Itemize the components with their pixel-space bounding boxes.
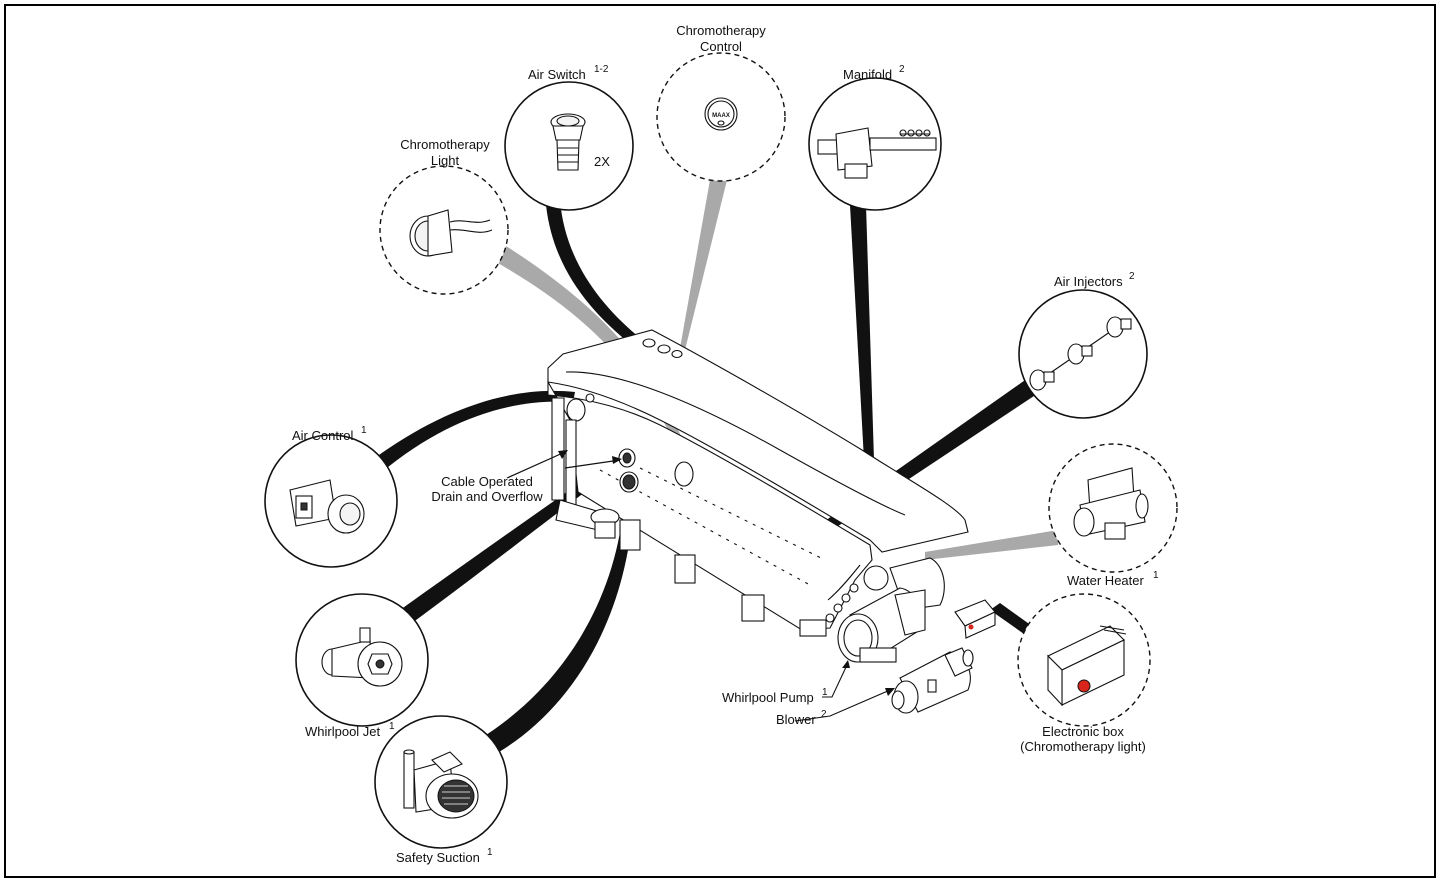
beam-chromo-control [680, 180, 727, 350]
label-manifold-sup: 2 [899, 64, 905, 75]
beam-safety-suction [478, 488, 634, 756]
label-blower-sup: 2 [821, 709, 827, 720]
label-air-control: Air Control [292, 428, 354, 443]
blower [891, 647, 974, 714]
beam-manifold [850, 205, 874, 460]
callout-whirlpool-jet [295, 593, 429, 727]
diagram-frame [4, 4, 1436, 878]
label-whirlpool-pump-sup: 1 [822, 687, 828, 698]
beam-air-control [372, 390, 575, 472]
label-electronic-box-line2: (Chromotherapy light) [1020, 739, 1146, 754]
beam-chromo-light [496, 246, 688, 458]
label-air-switch: Air Switch [528, 67, 586, 82]
label-manifold: Manifold [843, 67, 892, 82]
callout-manifold [808, 77, 942, 211]
callout-electronic-box [1017, 593, 1151, 727]
label-air-control-sup: 1 [361, 425, 367, 436]
label-air-switch-sup: 1-2 [594, 64, 609, 75]
label-chromotherapy-control-line1: Chromotherapy [676, 23, 766, 38]
callout-chromotherapy-light [379, 165, 509, 295]
tub-apron [547, 379, 873, 631]
label-air-injectors: Air Injectors [1054, 274, 1123, 289]
label-chromotherapy-control-line2: Control [700, 39, 742, 54]
blower-leader [794, 689, 891, 722]
callout-water-heater [1048, 443, 1178, 573]
callout-air-switch [504, 81, 634, 211]
label-drain-line2: Drain and Overflow [431, 489, 543, 504]
label-electronic-box-line1: Electronic box [1042, 724, 1124, 739]
drain-arrow [506, 451, 566, 479]
pump-leader [822, 664, 848, 698]
beam-water-heater [925, 530, 1058, 560]
label-chromotherapy-light-line2: Light [431, 153, 460, 168]
label-whirlpool-jet-sup: 1 [389, 721, 395, 732]
label-chromotherapy-control-brand: MAAX [712, 113, 730, 119]
label-drain-line1: Cable Operated [441, 474, 533, 489]
bathtub [547, 329, 969, 637]
arrows [506, 450, 895, 722]
label-water-heater-sup: 1 [1153, 570, 1159, 581]
label-safety-suction: Safety Suction [396, 850, 480, 865]
whirlpool-pump [837, 587, 926, 663]
callout-air-injectors [1018, 289, 1148, 419]
label-air-injectors-sup: 2 [1129, 271, 1135, 282]
label-blower: Blower [776, 712, 816, 727]
label-chromotherapy-light-line1: Chromotherapy [400, 137, 490, 152]
beam-air-switch [546, 200, 640, 346]
label-water-heater: Water Heater [1067, 573, 1144, 588]
jet-arrow [564, 459, 621, 469]
callout-air-control [264, 434, 398, 568]
tub-deck [547, 329, 969, 553]
label-whirlpool-jet: Whirlpool Jet [305, 724, 381, 739]
labels: Chromotherapy Light Air Switch 1-2 2X Ch… [292, 23, 1159, 865]
label-safety-suction-sup: 1 [487, 847, 493, 858]
beam-electronic-box [990, 603, 1032, 634]
label-whirlpool-pump: Whirlpool Pump [722, 690, 814, 705]
small-electronic-box [954, 599, 996, 639]
callout-safety-suction [374, 715, 508, 849]
label-air-switch-qty: 2X [594, 154, 610, 169]
callout-chromotherapy-control [656, 52, 786, 182]
